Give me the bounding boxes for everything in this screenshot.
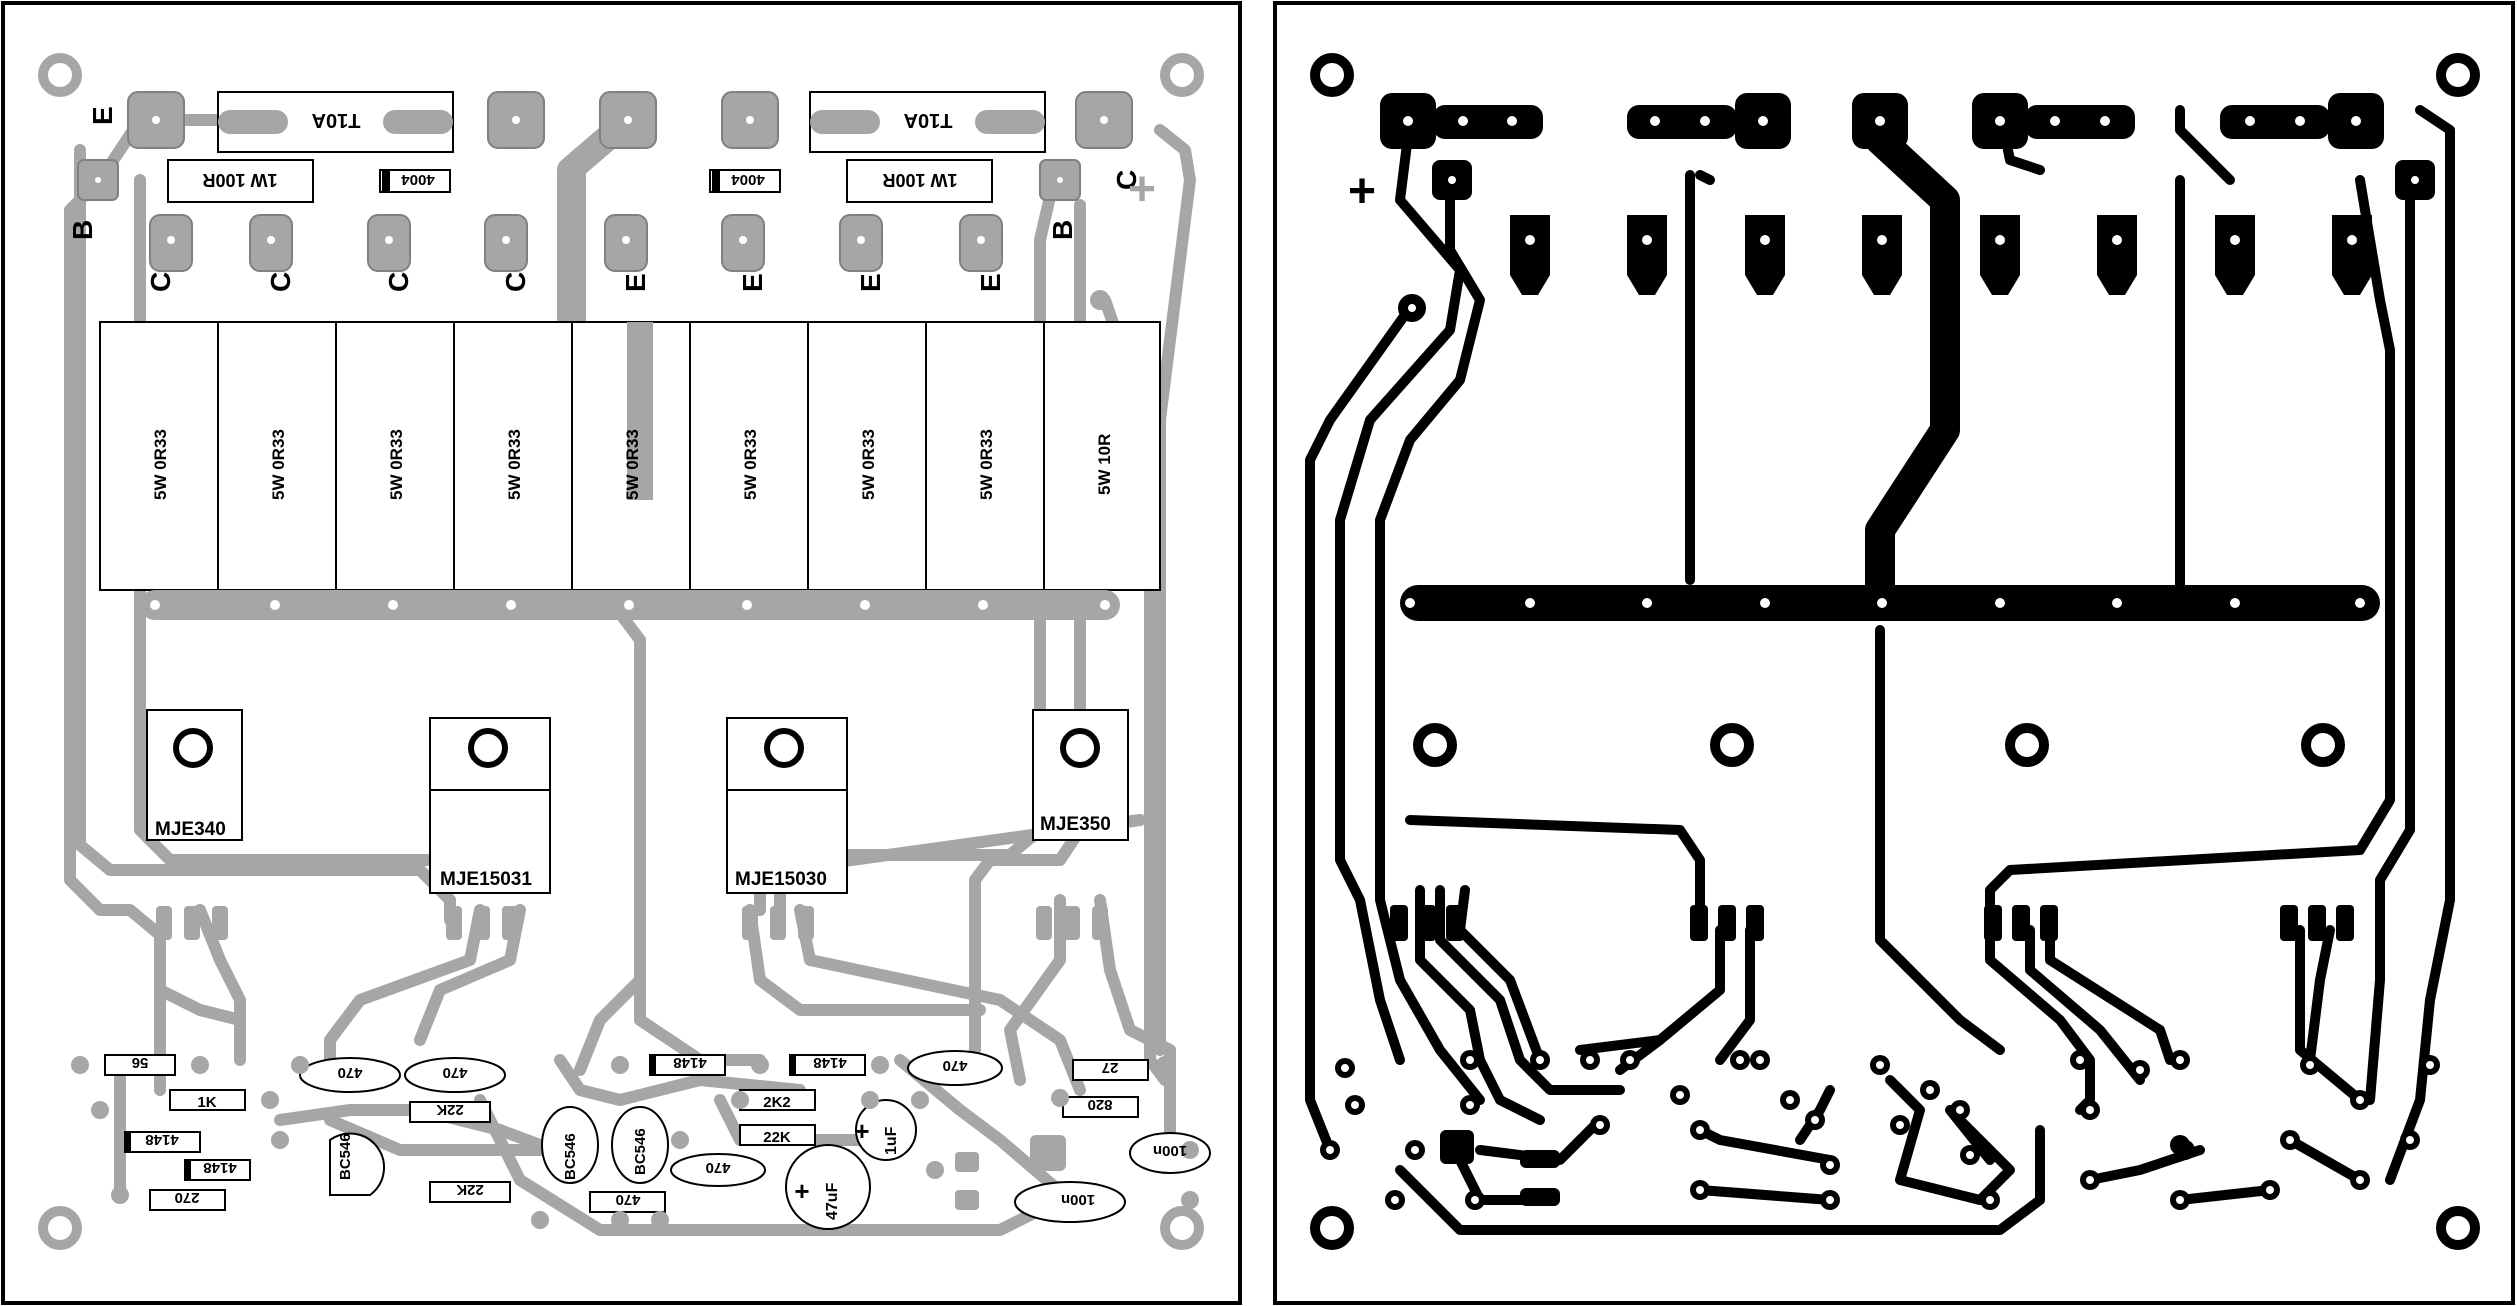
small-diode-bands (125, 1055, 796, 1180)
label-22k-a: 22K (436, 1101, 464, 1118)
power-resistor-label-3: 5W 0R33 (387, 429, 406, 500)
left-mount-holes (38, 53, 1204, 1250)
copper-layer-panel (1273, 1, 2515, 1305)
copper-pad-holes (1403, 116, 2419, 608)
diode-outline-left (379, 169, 451, 193)
fuse-clips (218, 110, 1045, 134)
diode-band-right (712, 170, 720, 192)
power-resistor-label-7: 5W 0R33 (859, 429, 878, 500)
pad-letter-6: E (737, 273, 768, 292)
power-resistor-label-2: 5W 0R33 (269, 429, 288, 500)
label-56: 56 (132, 1054, 149, 1071)
pad-letter-7: E (855, 273, 886, 292)
plus-sign-right: + (1348, 165, 1376, 218)
base-letter-left: B (67, 220, 98, 240)
power-resistor-label-9: 5W 10R (1095, 434, 1114, 495)
top-pad-holes (95, 116, 1108, 244)
transistor-label-3: MJE15030 (735, 869, 827, 890)
label-470-b: 470 (442, 1064, 467, 1081)
label-2k2: 2K2 (763, 1094, 791, 1111)
label-470-c: 470 (615, 1191, 640, 1208)
bus-holes (150, 600, 1110, 610)
label-47uf: 47uF (824, 1182, 841, 1220)
plus-sign-left: + (1128, 163, 1156, 216)
diode-label-left: 4004 (401, 171, 435, 188)
label-1k: 1K (197, 1094, 216, 1111)
label-bc546-a: BC546 (337, 1133, 354, 1180)
transistor-outlines (146, 709, 1129, 894)
pad-letter-4: C (500, 272, 531, 292)
label-100n-b: 100n (1061, 1191, 1095, 1208)
fuse-label-right: T10A (904, 109, 953, 131)
label-470-a: 470 (337, 1064, 362, 1081)
label-470-d: 470 (705, 1159, 730, 1176)
power-resistor-label-1: 5W 0R33 (151, 429, 170, 500)
copper-top-pads (1380, 93, 2435, 295)
label-100n-a: 100n (1153, 1142, 1187, 1159)
label-22k-b: 22K (456, 1181, 484, 1198)
power-resistor-label-5: 5W 0R33 (623, 429, 642, 500)
plus-47uf: + (794, 1176, 809, 1206)
pad-letter-8: E (975, 273, 1006, 292)
jumper-pad-a (955, 1152, 979, 1172)
diode-band-left (382, 170, 390, 192)
label-470-e: 470 (942, 1057, 967, 1074)
base-letter-right: B (1047, 220, 1078, 240)
small-pads (71, 1056, 1199, 1229)
collector-letter: C (1111, 170, 1142, 190)
label-820: 820 (1087, 1096, 1112, 1113)
label-4148-a: 4148 (145, 1131, 178, 1148)
copper-traces (1305, 105, 2455, 1235)
base-resistor-outline-left (167, 159, 314, 203)
plus-1uf: + (854, 1116, 869, 1146)
jumper-pad-b (955, 1190, 979, 1210)
copper-emitter-bus (1400, 585, 2380, 621)
pad-letter-1: C (145, 272, 176, 292)
label-27: 27 (1102, 1059, 1119, 1076)
bus-pads (1090, 290, 1110, 310)
fuse-label-left: T10A (312, 109, 361, 131)
power-resistor-label-8: 5W 0R33 (977, 429, 996, 500)
emitter-letter: E (87, 106, 118, 125)
transistor-label-4: MJE350 (1040, 814, 1111, 835)
label-270: 270 (174, 1189, 199, 1206)
transistor-label-1: MJE340 (155, 819, 226, 840)
label-bc546-c: BC546 (632, 1128, 649, 1175)
base-resistor-outline-right (846, 159, 993, 203)
base-resistor-label-right: 1W 100R (882, 170, 957, 190)
label-4148-c: 4148 (673, 1054, 706, 1071)
transistor-mount-holes (173, 728, 1100, 768)
pad-letter-5: E (620, 273, 651, 292)
diode-outline-right (709, 169, 781, 193)
small-component-outlines (104, 1050, 1211, 1230)
label-bc546-b: BC546 (562, 1133, 579, 1180)
left-labels: T10A T10A 1W 100R 1W 100R 4004 4004 E B … (67, 106, 1187, 1220)
transistor-leg-pads (156, 906, 1108, 940)
copper-leg-pads (1390, 905, 2354, 1206)
power-resistor-label-4: 5W 0R33 (505, 429, 524, 500)
label-4148-d: 4148 (813, 1054, 846, 1071)
power-resistor-label-6: 5W 0R33 (741, 429, 760, 500)
pad-letter-2: C (265, 272, 296, 292)
label-1uf: 1uF (883, 1126, 900, 1155)
copper-mount-holes (1310, 53, 2480, 1250)
base-resistor-label-left: 1W 100R (202, 170, 277, 190)
output-pad (1030, 1135, 1066, 1171)
label-22k-c: 22K (763, 1129, 791, 1146)
diode-label-right: 4004 (731, 171, 765, 188)
component-layout-panel (1, 1, 1242, 1305)
transistor-label-2: MJE15031 (440, 869, 532, 890)
label-4148-b: 4148 (203, 1159, 236, 1176)
pad-letter-3: C (383, 272, 414, 292)
copper-small-holes (1326, 1056, 2434, 1204)
